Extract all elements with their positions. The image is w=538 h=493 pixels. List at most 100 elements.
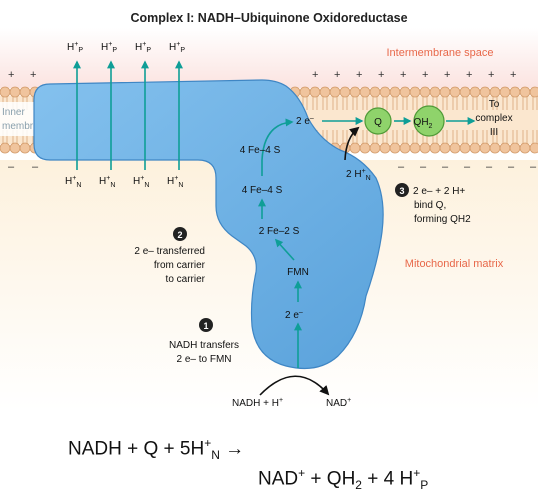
minus-charge: –: [420, 161, 427, 173]
minus-charge: –: [398, 161, 405, 173]
proton-n-label: H+N: [99, 175, 115, 189]
lipid-head: [349, 86, 361, 98]
step-3-badge: [395, 183, 409, 197]
proton-channels: [73, 60, 183, 170]
lipid-head: [469, 86, 481, 98]
electron-label-membrane: 2 e–: [296, 115, 314, 127]
membrane-charges: ++++++++++++–––––––––: [8, 69, 537, 173]
to-complex-line3: III: [490, 127, 498, 138]
lipid-head: [479, 142, 491, 154]
lipid-head: [449, 86, 461, 98]
minus-charge: –: [32, 161, 39, 173]
plus-charge: +: [422, 69, 428, 81]
lipid-head: [19, 142, 31, 154]
lipid-head: [499, 142, 511, 154]
intermembrane-region: [0, 28, 538, 88]
lipid-head: [329, 86, 341, 98]
minus-charge: –: [8, 161, 15, 173]
lipid-head: [489, 86, 501, 98]
to-complex-line2: complex: [475, 113, 512, 124]
cluster-2fe2s: 2 Fe–2 S: [259, 226, 300, 237]
proton-n-label: H+N: [65, 175, 81, 189]
lipid-head: [529, 142, 538, 154]
step-3-line3: forming QH2: [414, 214, 471, 225]
quinol-qh2-label: QH2: [414, 117, 433, 130]
lipid-head: [399, 142, 411, 154]
to-complex-line1: To: [489, 99, 500, 110]
quinol-qh2: [413, 105, 445, 137]
lipid-head: [349, 142, 361, 154]
net-equation-line1: NADH + Q + 5H+N →: [68, 436, 245, 463]
membrane-label-line1: Inner: [2, 107, 25, 118]
step-2-line3: to carrier: [166, 274, 206, 285]
plus-charge: +: [444, 69, 450, 81]
plus-charge: +: [378, 69, 384, 81]
step-2-badge: [173, 227, 187, 241]
lipid-head: [419, 86, 431, 98]
plus-charge: +: [510, 69, 516, 81]
step-2-line1: 2 e– transferred: [134, 246, 205, 257]
step-1-line2: 2 e– to FMN: [176, 354, 231, 365]
lipid-head: [359, 86, 371, 98]
plus-charge: +: [30, 69, 36, 81]
proton-n-label: H+N: [133, 175, 149, 189]
intermembrane-label: Intermembrane space: [387, 47, 494, 59]
membrane-label-line2: membrane: [2, 121, 50, 132]
lipid-head: [519, 142, 531, 154]
lipid-head: [439, 86, 451, 98]
lipid-head: [389, 142, 401, 154]
quinone-q-label: Q: [374, 117, 382, 128]
minus-charge: –: [486, 161, 493, 173]
step-1-line1: NADH transfers: [169, 340, 239, 351]
minus-charge: –: [530, 161, 537, 173]
lipid-head: [379, 86, 391, 98]
minus-charge: –: [442, 161, 449, 173]
proton-p-label: H+P: [169, 41, 185, 54]
electron-path: [258, 117, 476, 368]
step-2-line2: from carrier: [154, 260, 206, 271]
step-1-number: 1: [203, 321, 208, 331]
lipid-head: [499, 86, 511, 98]
step-3-number: 3: [399, 186, 404, 196]
lipid-head: [19, 86, 31, 98]
proton-p-label: H+P: [67, 41, 83, 54]
plus-charge: +: [400, 69, 406, 81]
nad-label: NAD+: [326, 397, 351, 409]
lipid-head: [9, 142, 21, 154]
lipid-head: [409, 142, 421, 154]
matrix-label: Mitochondrial matrix: [405, 258, 504, 270]
lipid-head: [0, 142, 11, 154]
lipid-head: [509, 142, 521, 154]
plus-charge: +: [466, 69, 472, 81]
lipid-head: [399, 86, 411, 98]
plus-charge: +: [8, 69, 14, 81]
lipid-head: [469, 142, 481, 154]
lipid-head: [369, 86, 381, 98]
lipid-head: [299, 86, 311, 98]
lipid-head: [519, 86, 531, 98]
lipid-head: [439, 142, 451, 154]
lipid-head: [409, 86, 421, 98]
proton-n-label: H+N: [167, 175, 183, 189]
proton-p-label: H+P: [101, 41, 117, 54]
nadh-oxidation-arrow: [259, 375, 330, 396]
lipid-head: [449, 142, 461, 154]
lipid-head: [419, 142, 431, 154]
lipid-head: [429, 142, 441, 154]
plus-charge: +: [356, 69, 362, 81]
lipid-head: [9, 86, 21, 98]
matrix-proton-label: 2 H+N: [346, 168, 371, 182]
cluster-4fe4s-upper: 4 Fe–4 S: [240, 145, 281, 156]
lipid-head: [509, 86, 521, 98]
step-3-line1: 2 e– + 2 H+: [413, 186, 465, 197]
plus-charge: +: [312, 69, 318, 81]
cluster-4fe4s-lower: 4 Fe–4 S: [242, 185, 283, 196]
lipid-head: [479, 86, 491, 98]
lipid-head: [339, 86, 351, 98]
lipid-head: [0, 86, 11, 98]
proton-labels-n-side: H+N H+N H+N H+N: [65, 175, 183, 189]
matrix-proton-arrow: [344, 126, 360, 161]
